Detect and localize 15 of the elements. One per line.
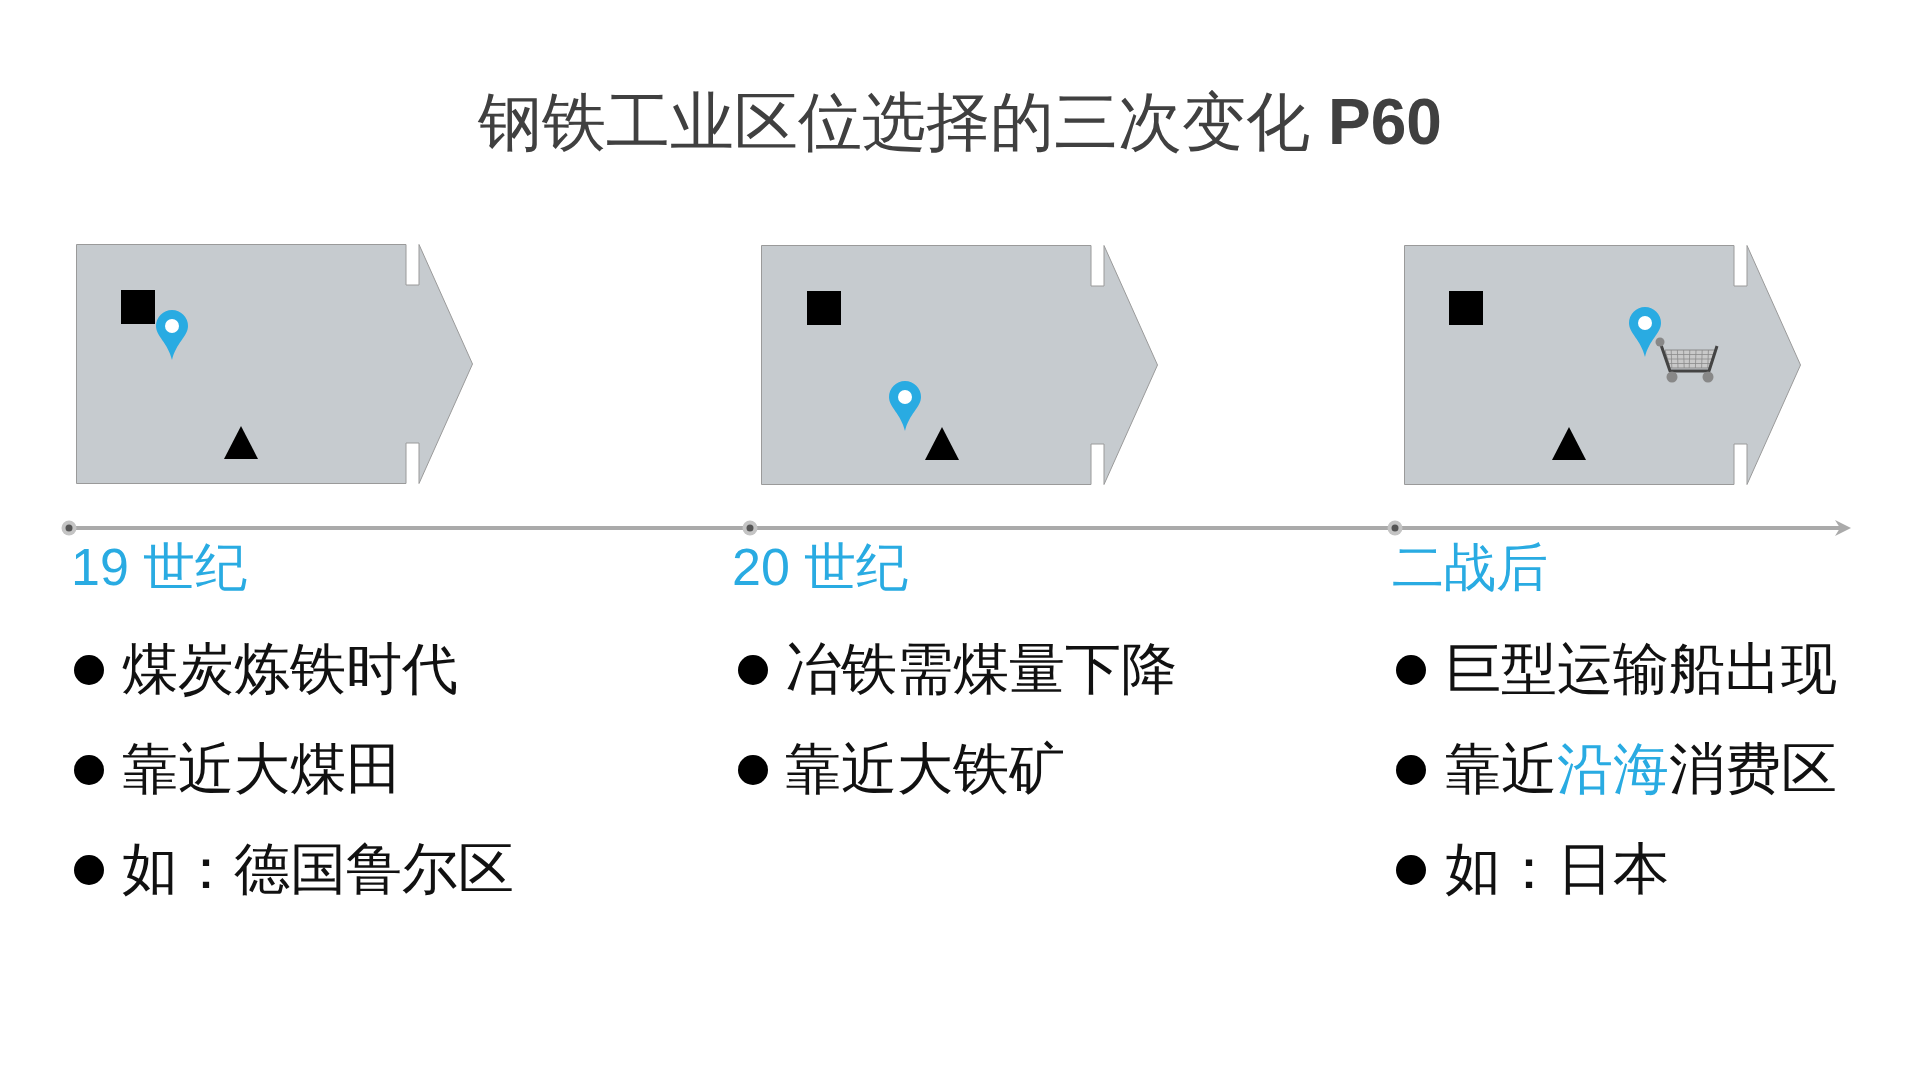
list-item: 如：日本 xyxy=(1445,838,1669,900)
list-item: 靠近沿海消费区 xyxy=(1445,738,1837,800)
arrow-panel xyxy=(76,244,473,484)
list-item: 如：德国鲁尔区 xyxy=(122,838,514,900)
list-item: 靠近大煤田 xyxy=(122,738,402,800)
period-heading: 20 世纪 xyxy=(732,539,909,597)
period-heading: 19 世纪 xyxy=(71,539,248,597)
list-item: 靠近大铁矿 xyxy=(785,738,1065,800)
list-item: 煤炭炼铁时代 xyxy=(122,638,458,700)
list-item: 冶铁需煤量下降 xyxy=(785,638,1177,700)
list-item: 巨型运输船出现 xyxy=(1445,638,1837,700)
title: 钢铁工业区位选择的三次变化 P60 xyxy=(478,86,1442,160)
period-heading: 二战后 xyxy=(1392,539,1548,597)
arrow-panel xyxy=(761,245,1158,485)
arrow-panel xyxy=(1404,245,1801,485)
